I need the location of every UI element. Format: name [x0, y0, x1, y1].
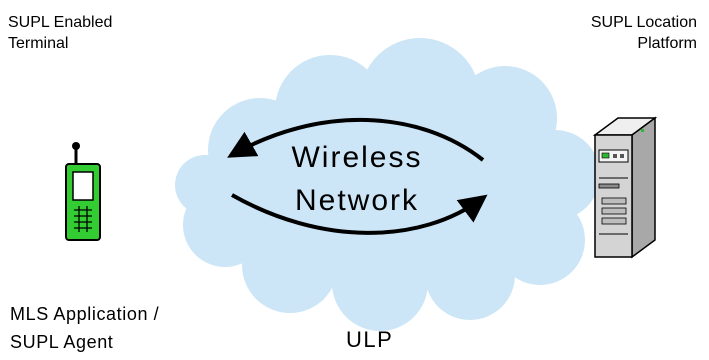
protocol-label: ULP [346, 327, 394, 352]
mobile-phone-icon [65, 142, 101, 241]
terminal-label-line1: SUPL Enabled [8, 14, 113, 31]
application-label-line2: SUPL Agent [10, 332, 114, 352]
cloud-label-line2: Network [295, 184, 419, 217]
platform-label-line2: Platform [637, 35, 697, 52]
server-icon [592, 116, 658, 259]
downlink-arrow [231, 193, 488, 235]
terminal-label-line2: Terminal [8, 35, 69, 52]
uplink-arrow [227, 117, 485, 162]
application-label-line1: MLS Application / [10, 304, 160, 324]
platform-label-line1: SUPL Location [590, 14, 697, 31]
cloud-label-line1: Wireless [291, 141, 422, 174]
cloud-icon [175, 38, 600, 331]
